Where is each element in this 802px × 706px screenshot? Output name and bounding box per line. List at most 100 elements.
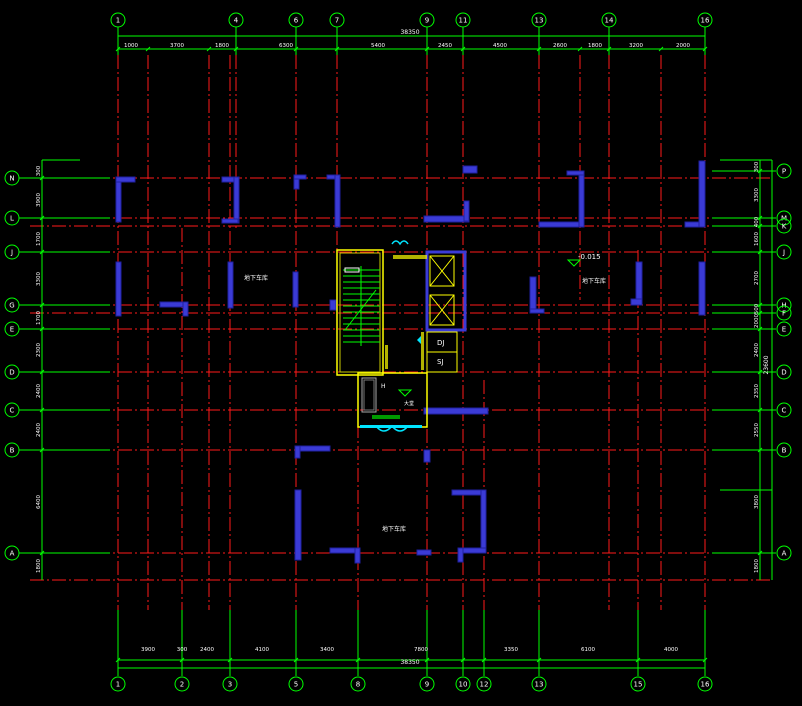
door-swing-top bbox=[391, 240, 409, 246]
lobby-level-mark bbox=[397, 389, 413, 397]
wall-segment bbox=[334, 174, 341, 228]
axis-bubble-label: J bbox=[782, 249, 785, 257]
axis-bubble-bottom: 1 bbox=[110, 676, 126, 692]
axis-bubble-top: 9 bbox=[419, 12, 435, 28]
axis-bubble-label: D bbox=[781, 369, 786, 377]
axis-bubble-left: B bbox=[4, 442, 20, 458]
wall-segment bbox=[529, 308, 545, 314]
wall-segment bbox=[423, 407, 489, 415]
axis-bubble-label: 16 bbox=[701, 681, 710, 689]
dim-text-bottom: 3350 bbox=[504, 647, 518, 653]
dimension-lines bbox=[41, 35, 773, 669]
dim-text-top: 4500 bbox=[493, 43, 507, 49]
axis-bubble-top: 7 bbox=[329, 12, 345, 28]
wall-segment bbox=[416, 549, 432, 556]
dim-text-right: 2350 bbox=[754, 384, 760, 398]
axis-bubble-left: N bbox=[4, 170, 20, 186]
wall-segment bbox=[233, 176, 240, 224]
dim-text-left: 2400 bbox=[36, 423, 42, 437]
axis-bubble-left: C bbox=[4, 402, 20, 418]
axis-bubble-bottom: 8 bbox=[350, 676, 366, 692]
axis-bubble-left: E bbox=[4, 321, 20, 337]
axis-bubble-top: 13 bbox=[531, 12, 547, 28]
axis-bubble-label: P bbox=[782, 168, 786, 176]
axis-bubble-label: 4 bbox=[234, 17, 239, 25]
dim-text-left: 1800 bbox=[36, 559, 42, 573]
wall-segment bbox=[480, 489, 487, 553]
dim-text-right: 500 bbox=[754, 303, 760, 314]
wall-segment bbox=[182, 301, 189, 317]
axis-bubble-right: A bbox=[776, 545, 792, 561]
dim-text-bottom: 4000 bbox=[664, 647, 678, 653]
axis-bubble-top: 16 bbox=[697, 12, 713, 28]
axis-bubble-left: G bbox=[4, 297, 20, 313]
axis-bubble-label: D bbox=[9, 369, 14, 377]
wall-segment bbox=[698, 261, 706, 316]
lift-shaft-enclosure bbox=[425, 250, 467, 332]
axis-bubble-left: J bbox=[4, 244, 20, 260]
wall-segment bbox=[115, 176, 122, 223]
axis-bubble-left: A bbox=[4, 545, 20, 561]
dim-text-bottom: 3900 bbox=[141, 647, 155, 653]
axis-bubble-label: L bbox=[10, 215, 14, 223]
axis-bubble-right: E bbox=[776, 321, 792, 337]
dim-text-top: 3700 bbox=[170, 43, 184, 49]
dim-text-right: 3800 bbox=[754, 495, 760, 509]
axis-bubble-label: 12 bbox=[480, 681, 489, 689]
wall-segment bbox=[423, 449, 431, 463]
axis-bubble-label: 7 bbox=[335, 17, 339, 25]
axis-bubble-label: 10 bbox=[459, 681, 468, 689]
axis-bubble-label: 9 bbox=[425, 681, 429, 689]
axis-bubble-label: N bbox=[9, 175, 14, 183]
lobby-note bbox=[372, 415, 400, 419]
axis-bubble-label: A bbox=[782, 550, 787, 558]
axis-bubble-top: 4 bbox=[228, 12, 244, 28]
axis-bubble-bottom: 16 bbox=[697, 676, 713, 692]
axis-bubble-label: K bbox=[782, 223, 787, 231]
lift-car-1 bbox=[429, 255, 455, 287]
dim-text-left: 2400 bbox=[36, 384, 42, 398]
wall-segment bbox=[630, 298, 643, 306]
axis-bubble-right: P bbox=[776, 163, 792, 179]
axis-bubble-label: 14 bbox=[605, 17, 614, 25]
dim-text-right: 300 bbox=[754, 161, 760, 172]
axis-bubble-label: A bbox=[10, 550, 15, 558]
dim-text-left: 3300 bbox=[36, 272, 42, 286]
dim-text-right: 1800 bbox=[754, 559, 760, 573]
axis-bubble-label: E bbox=[10, 326, 14, 334]
stair-treads bbox=[343, 266, 380, 346]
axis-bubble-bottom: 5 bbox=[288, 676, 304, 692]
axis-bubble-left: D bbox=[4, 364, 20, 380]
room-label-bottom: 地下车库 bbox=[382, 525, 406, 533]
wall-segment bbox=[294, 489, 302, 561]
axis-bubble-label: G bbox=[9, 302, 14, 310]
axis-bubble-label: J bbox=[10, 249, 13, 257]
axis-bubble-right: J bbox=[776, 244, 792, 260]
total-dim-top: 38350 bbox=[400, 29, 419, 36]
axis-bubble-label: 5 bbox=[294, 681, 298, 689]
stair-enclosure bbox=[336, 249, 384, 376]
dim-text-top: 1800 bbox=[215, 43, 229, 49]
axis-bubble-right: F bbox=[776, 305, 792, 321]
room-tag-sj: SJ bbox=[437, 358, 444, 366]
axis-bubble-bottom: 9 bbox=[419, 676, 435, 692]
dim-text-right: 3300 bbox=[754, 188, 760, 202]
axis-bubble-label: 15 bbox=[634, 681, 643, 689]
axis-bubble-bottom: 12 bbox=[476, 676, 492, 692]
wall-segment bbox=[115, 261, 122, 317]
dim-text-left: 1700 bbox=[36, 311, 42, 325]
axis-bubble-bottom: 13 bbox=[531, 676, 547, 692]
wall-segment bbox=[457, 547, 464, 563]
dim-text-left: 300 bbox=[36, 165, 42, 176]
dim-text-top: 2000 bbox=[676, 43, 690, 49]
axis-bubble-right: B bbox=[776, 442, 792, 458]
total-dim-bottom: 38350 bbox=[400, 659, 419, 666]
core-annotation-vertical-2 bbox=[421, 332, 424, 370]
wall-segment bbox=[293, 174, 307, 180]
walls bbox=[115, 160, 706, 564]
axis-bubble-label: F bbox=[782, 310, 786, 318]
axis-bubble-label: 6 bbox=[294, 17, 299, 25]
